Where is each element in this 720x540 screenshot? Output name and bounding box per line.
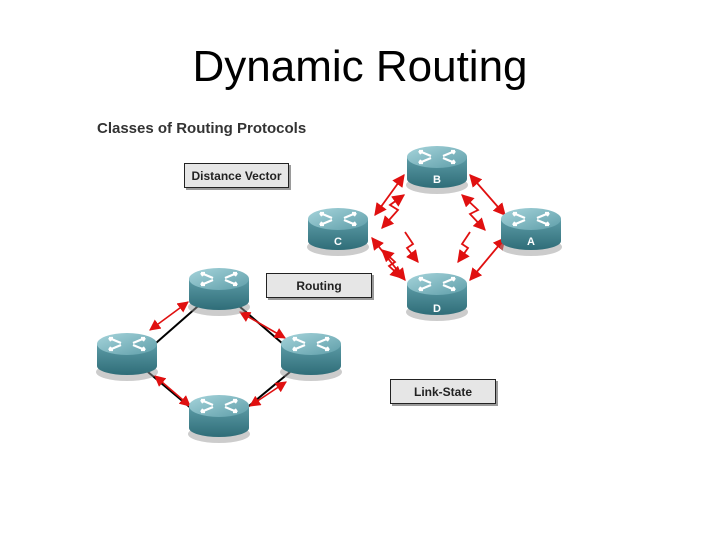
router-a: A bbox=[498, 206, 564, 258]
router-d: D bbox=[404, 271, 470, 323]
link-state-label: Link-State bbox=[390, 379, 496, 404]
router-c-label: C bbox=[334, 236, 342, 248]
router-top bbox=[186, 266, 252, 318]
routing-label: Routing bbox=[266, 273, 372, 298]
distance-vector-label: Distance Vector bbox=[184, 163, 289, 188]
router-right bbox=[278, 331, 344, 383]
slide-title: Dynamic Routing bbox=[192, 42, 528, 91]
link-state-arrows bbox=[371, 173, 506, 281]
router-bottom bbox=[186, 393, 252, 445]
router-a-label: A bbox=[527, 236, 535, 248]
router-b-label: B bbox=[433, 174, 441, 186]
diagram-subtitle: Classes of Routing Protocols bbox=[97, 120, 307, 137]
router-left bbox=[94, 331, 160, 383]
router-d-label: D bbox=[433, 303, 441, 315]
router-b: B bbox=[404, 144, 470, 196]
router-c: C bbox=[305, 206, 371, 258]
